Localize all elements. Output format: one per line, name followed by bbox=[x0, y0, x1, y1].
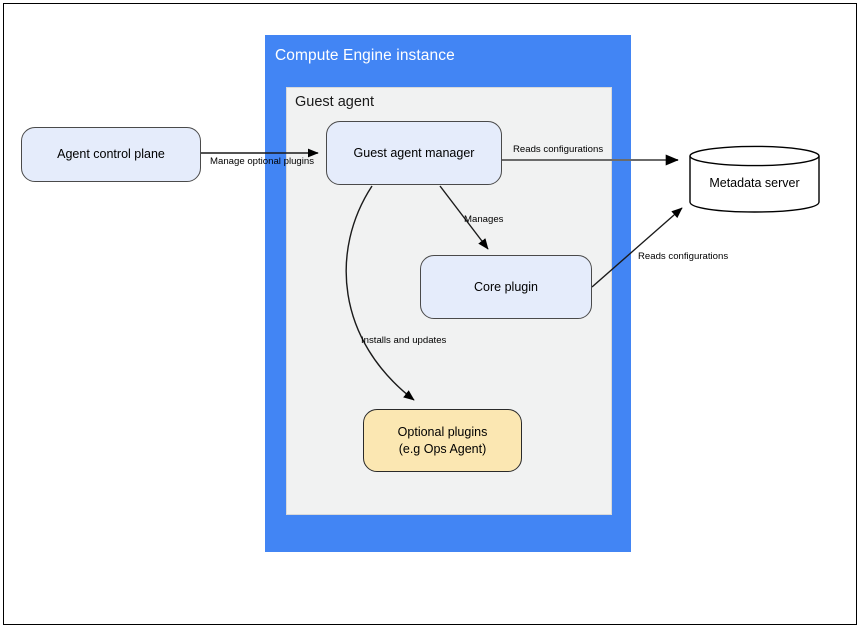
node-agent-control-plane[interactable]: Agent control plane bbox=[21, 127, 201, 182]
node-optional-plugins[interactable]: Optional plugins (e.g Ops Agent) bbox=[363, 409, 522, 472]
database-cylinder-icon bbox=[689, 145, 820, 213]
guest-agent-label: Guest agent bbox=[295, 94, 374, 110]
node-optional-plugins-label-line1: Optional plugins bbox=[397, 424, 488, 439]
node-metadata-server[interactable]: Metadata server bbox=[689, 145, 820, 213]
node-metadata-server-label: Metadata server bbox=[709, 175, 800, 190]
edge-label-manages: Manages bbox=[464, 214, 504, 225]
node-core-plugin[interactable]: Core plugin bbox=[420, 255, 592, 319]
edge-label-manage-optional-plugins: Manage optional plugins bbox=[210, 156, 315, 167]
edge-label-installs-and-updates: Installs and updates bbox=[361, 335, 447, 346]
node-optional-plugins-label-line2: (e.g Ops Agent) bbox=[398, 441, 487, 456]
edge-label-reads-configurations-core: Reads configurations bbox=[638, 251, 729, 262]
edge-label-reads-configurations-manager: Reads configurations bbox=[513, 144, 604, 155]
node-guest-agent-manager-label: Guest agent manager bbox=[353, 145, 475, 160]
compute-engine-instance-label: Compute Engine instance bbox=[275, 47, 455, 64]
node-guest-agent-manager[interactable]: Guest agent manager bbox=[326, 121, 502, 185]
node-agent-control-plane-label: Agent control plane bbox=[57, 147, 165, 161]
node-core-plugin-label: Core plugin bbox=[474, 279, 538, 294]
